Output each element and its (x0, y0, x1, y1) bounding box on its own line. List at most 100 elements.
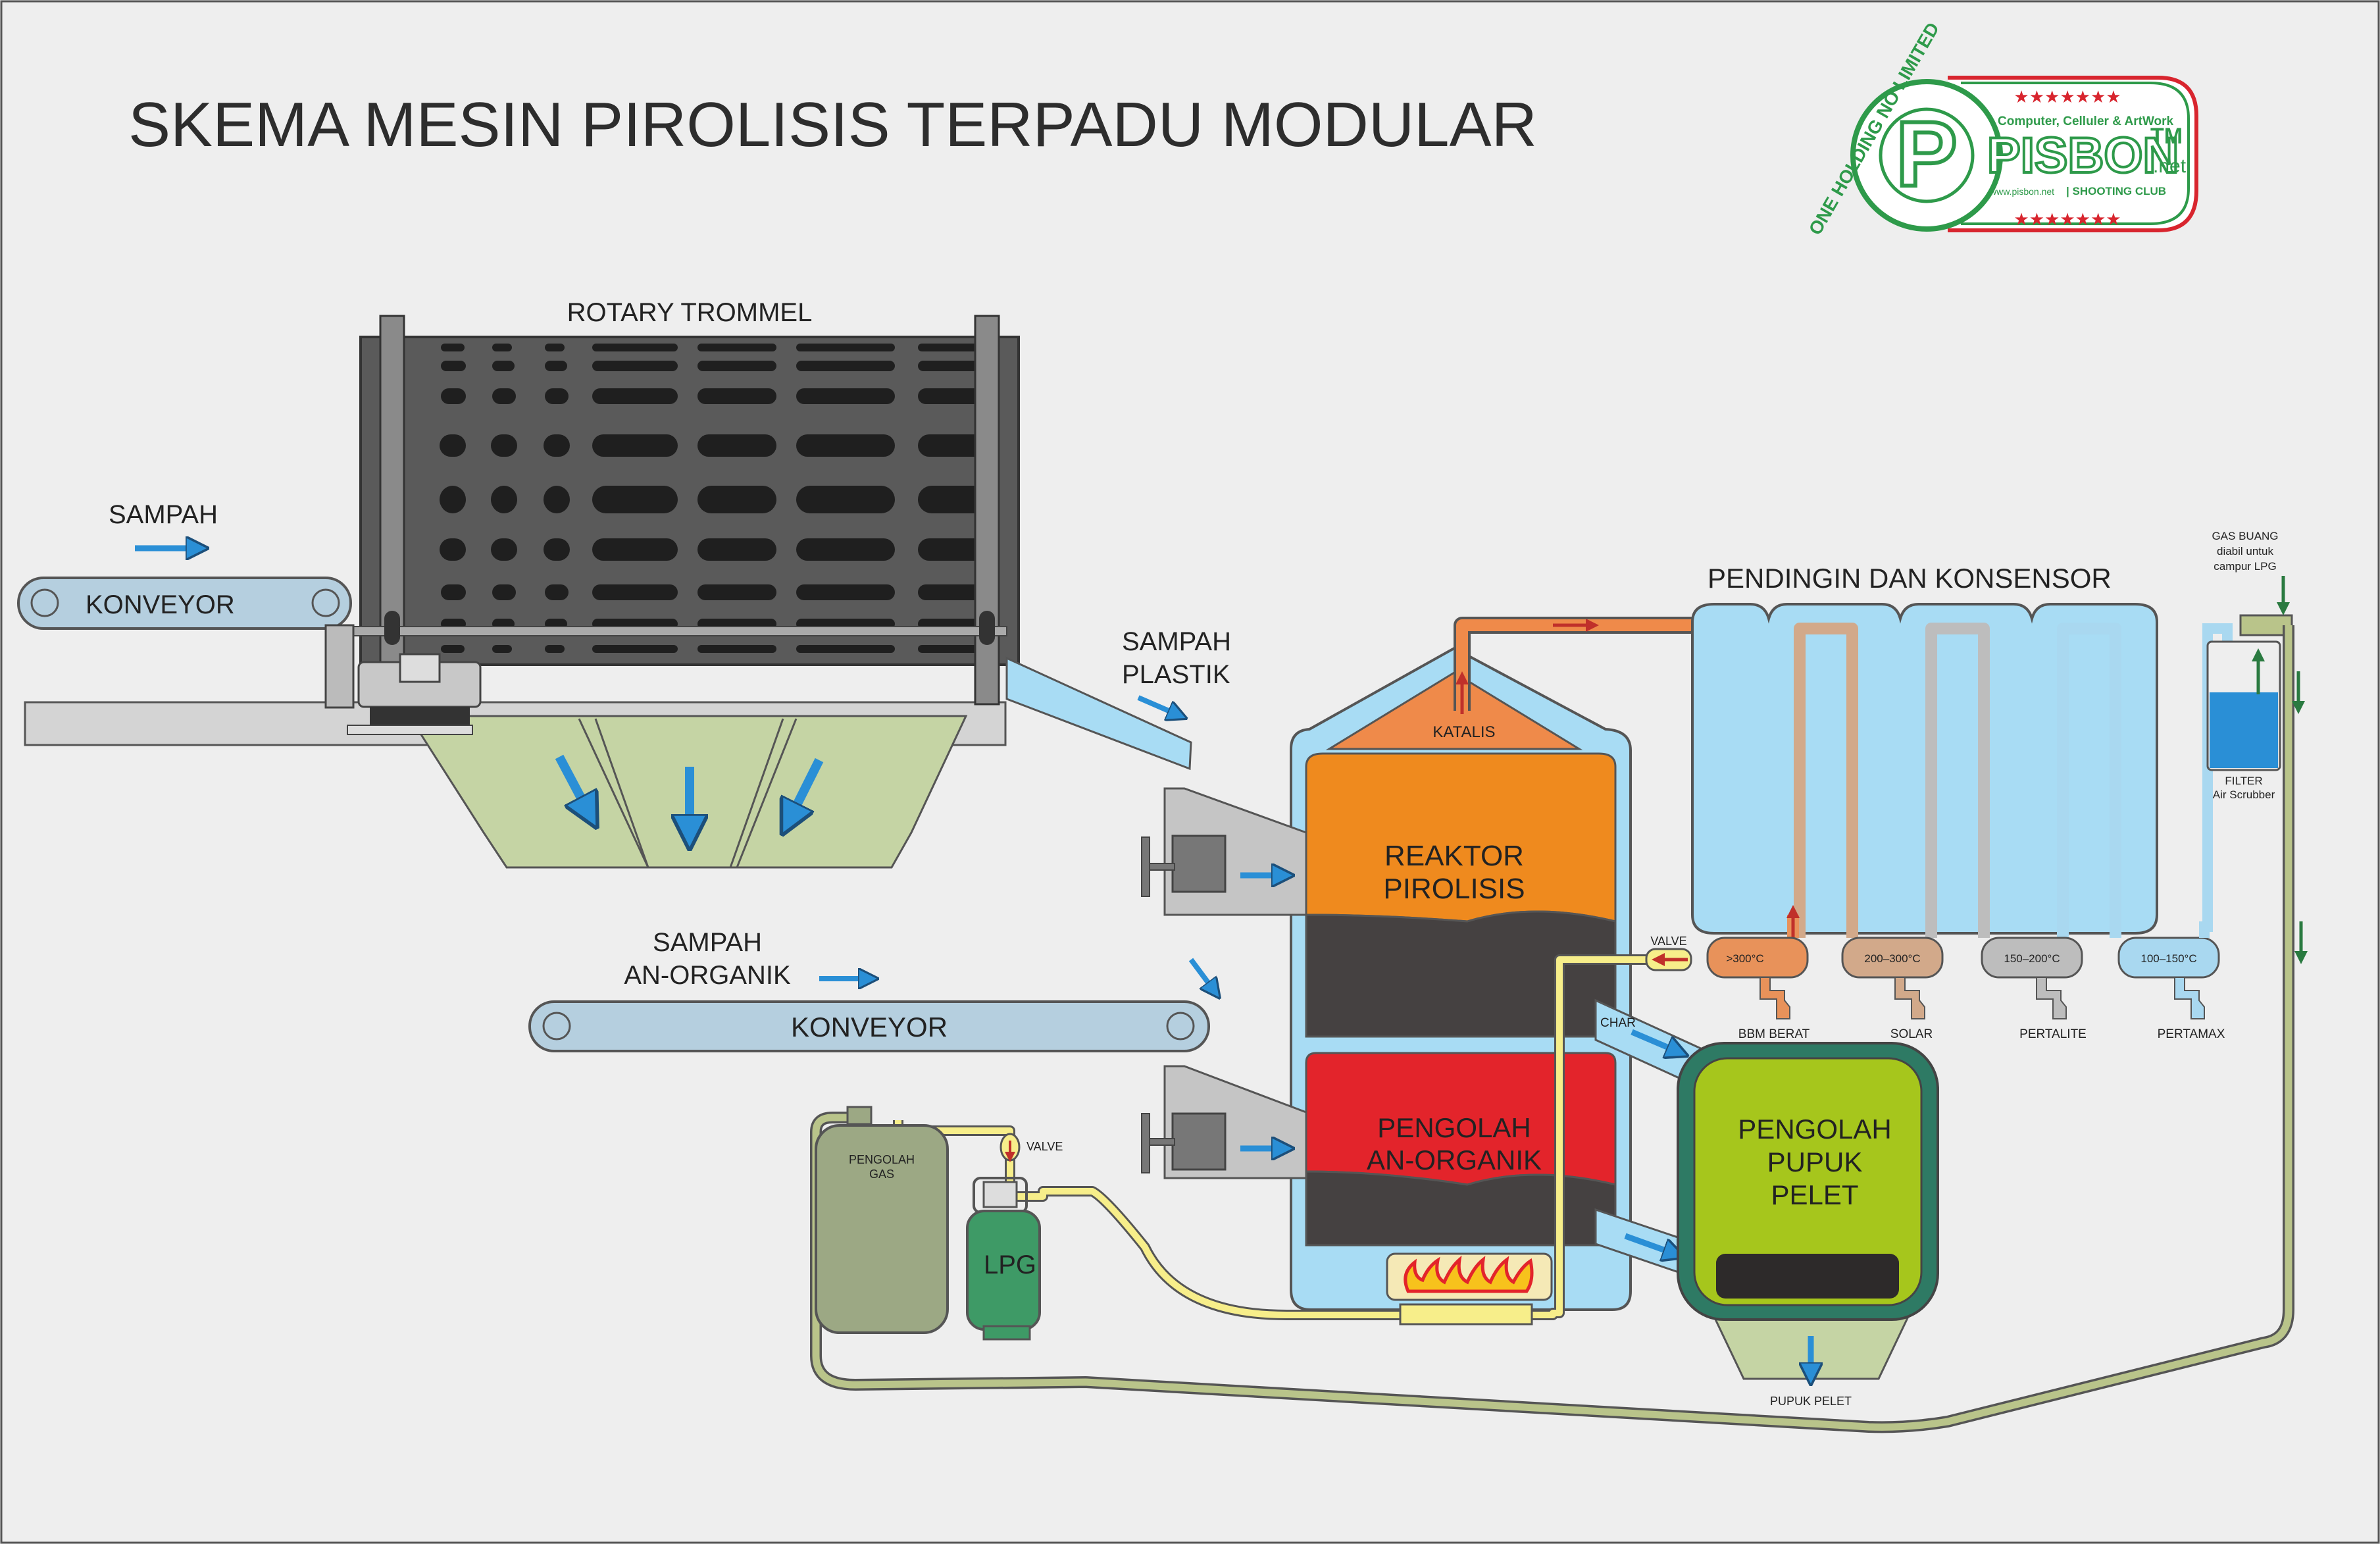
sampah-plastik-arrow (1137, 695, 1178, 715)
trommel-hole (796, 538, 895, 561)
filter-label-1: FILTER (2225, 775, 2262, 787)
condenser-coil-2 (1794, 623, 1858, 938)
logo-brand: PISBON (1987, 128, 2179, 184)
feed-piston-handle (1141, 1113, 1150, 1173)
trommel-hole (545, 361, 567, 371)
logo-stars-top: ★★★★★★★ (2013, 87, 2121, 107)
lpg-tank: LPG (966, 1177, 1041, 1341)
main-vessel: KATALIS REAKTOR PIROLISIS PENGOLAH AN-OR… (1290, 646, 1632, 1311)
feed-piston (1171, 835, 1227, 893)
pengolah-anorganik-label-1: PENGOLAH (1377, 1112, 1531, 1143)
logo-tagline: Computer, Celluler & ArtWork (1998, 115, 2174, 128)
motor-box (399, 653, 441, 683)
logo-badge-red (1948, 76, 2198, 232)
trommel-hole (545, 388, 569, 404)
condenser-coil-3 (1925, 623, 1990, 938)
trommel-hole (491, 486, 517, 513)
trommel-hole (918, 538, 990, 561)
trommel-hole (697, 361, 776, 371)
gas-buang-label-1: GAS BUANG (2212, 530, 2278, 542)
pengolah-gas-label-1: PENGOLAH (849, 1153, 915, 1166)
burner-gas-inlet (1399, 1303, 1533, 1325)
motor-base (370, 707, 470, 725)
pupuk-label-1: PENGOLAH (1738, 1114, 1891, 1145)
pengolah-pupuk-pelet: PUPUK PELET PENGOLAH PUPUK PELET (1677, 1042, 1939, 1408)
trommel-hole (440, 434, 466, 457)
trommel-hole (492, 388, 516, 404)
trommel-hole (796, 388, 895, 404)
feed-inlet-top (1141, 787, 1307, 916)
konveyor-label-top: KONVEYOR (86, 590, 235, 619)
trommel-hole (592, 361, 678, 371)
motor-pad (347, 725, 473, 735)
pengolah-gas-tank: PENGOLAH GAS (815, 1106, 949, 1334)
trommel-hole (592, 645, 678, 653)
collector-box (2117, 937, 2220, 979)
trommel-hole (441, 344, 465, 351)
trommel-bearing-left (384, 611, 400, 645)
collector-temp: >300°C (1726, 952, 1763, 965)
collector-tap (2036, 977, 2067, 1019)
bottom-conveyor: KONVEYOR (528, 1000, 1210, 1052)
trommel-hole (918, 344, 990, 351)
trommel-hole (697, 645, 776, 653)
collector-tap (2174, 977, 2205, 1019)
logo-badge-green (1961, 82, 2190, 225)
feed-inlet-bottom (1141, 1065, 1307, 1179)
collector-box (1706, 937, 1809, 979)
pupuk-chamber (1693, 1057, 1923, 1306)
lpg-valve: VALVE (1000, 1133, 1063, 1162)
pupuk-label-2: PUPUK (1767, 1146, 1863, 1177)
gas-tank-body (815, 1124, 949, 1334)
trommel-shaft (342, 626, 1007, 636)
trommel-hole (491, 538, 517, 561)
collector-product: PERTAMAX (2158, 1027, 2225, 1041)
trommel-hole (492, 584, 516, 600)
burner-flames (1404, 1255, 1534, 1293)
trommel-hole (918, 486, 990, 513)
hopper-divider-mid1 (594, 718, 649, 868)
pupuk-pellets (1716, 1254, 1899, 1299)
sampah-plastik-label-2: PLASTIK (1122, 660, 1230, 689)
gas-buang-label-3: campur LPG (2214, 560, 2276, 573)
trommel-hole (697, 486, 776, 513)
collector-2: 200–300°C SOLAR (1841, 937, 1944, 1041)
lpg-foot (982, 1325, 1031, 1341)
feed-piston-rod (1148, 863, 1175, 871)
katalis-label: KATALIS (1432, 723, 1495, 741)
pendingin-label: PENDINGIN DAN KONSENSOR (1708, 563, 2112, 594)
feed-piston-handle (1141, 836, 1150, 897)
logo-letter-p: P (1896, 102, 1957, 205)
trommel-hole (918, 361, 990, 371)
trommel-hole (441, 645, 465, 653)
logo-tm: TM (2150, 124, 2183, 149)
hopper-divider-right (736, 718, 798, 868)
pisbon-logo: ONE HOLDING NO LIMITED P ★★★★★★★ Compute… (1805, 19, 2198, 238)
rotary-trommel-label: ROTARY TROMMEL (567, 298, 813, 327)
trommel-hole (441, 388, 466, 404)
collector-1: >300°C BBM BERAT (1706, 937, 1810, 1041)
collector-temp: 200–300°C (1864, 952, 1920, 965)
char-arrow-bottom (1624, 1233, 1675, 1254)
trommel-hole (796, 584, 895, 600)
trommel-hole (697, 344, 776, 351)
reaktor-label-1: REAKTOR (1384, 840, 1524, 872)
trommel-hole (592, 584, 678, 600)
lpg-valve-block (982, 1181, 1018, 1208)
collector-product: BBM BERAT (1738, 1027, 1810, 1041)
char-label: CHAR (1600, 1016, 1636, 1030)
pengolah-gas-label-2: GAS (869, 1168, 894, 1181)
trommel-hole (592, 388, 678, 404)
collector-box (1841, 937, 1944, 979)
logo-website: www.pisbon.net (1989, 186, 2054, 197)
conveyor-belt (17, 577, 352, 630)
collector-3: 150–200°C PERTALITE (1981, 937, 2087, 1041)
trommel-hole (796, 645, 895, 653)
trommel-hole (440, 486, 466, 513)
motor-frame (324, 624, 355, 709)
filter-label-2: Air Scrubber (2213, 788, 2275, 801)
sampah-anorganik-label-1: SAMPAH (653, 928, 762, 957)
valve-lpg-label: VALVE (1026, 1140, 1063, 1153)
trommel-hole (592, 538, 678, 561)
